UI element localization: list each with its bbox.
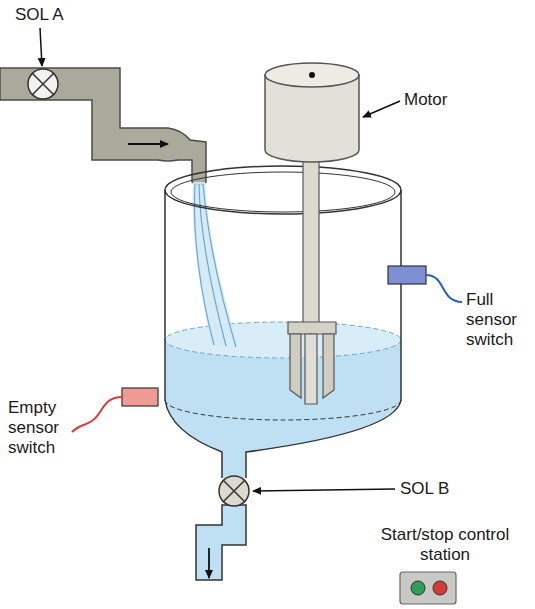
valve-cross: [32, 73, 54, 95]
flow-arrow: [208, 548, 210, 578]
callout-label: Start/stop control station: [378, 525, 512, 565]
inlet-pipe: [0, 68, 206, 185]
sensor-wire: [72, 397, 122, 432]
paddle-blade: [305, 334, 317, 404]
callout-label: Motor: [404, 90, 474, 110]
outlet-pipe: [196, 505, 246, 580]
level-line: [165, 400, 401, 420]
tank-rim-inner: [171, 172, 395, 212]
callout-label: Full sensor switch: [466, 290, 530, 350]
solenoid-valve: [28, 69, 58, 99]
empty-sensor: [122, 388, 158, 406]
shaft: [303, 150, 319, 330]
paddle-blade: [290, 334, 301, 398]
flow-arrow: [128, 143, 168, 145]
leader-arrow: [253, 489, 395, 491]
stop-button: [433, 581, 447, 595]
tank-wall: [165, 190, 401, 478]
motor-top: [265, 63, 359, 87]
solenoid-valve: [219, 476, 249, 506]
liquid-surface: [165, 322, 401, 358]
callout-label: SOL B: [400, 479, 470, 499]
leader-arrow: [363, 101, 400, 117]
tank-rim: [165, 166, 401, 214]
control-station: [400, 572, 456, 604]
leader-arrow: [40, 28, 42, 66]
callout-label: Empty sensor switch: [8, 398, 76, 458]
callout-label: SOL A: [15, 5, 95, 25]
paddle-blade: [323, 334, 334, 398]
motor-dot: [309, 72, 315, 78]
paddle-hub: [288, 322, 336, 334]
sensor-wire: [426, 275, 462, 302]
liquid: [165, 340, 401, 478]
valve-cross: [223, 480, 245, 502]
full-sensor: [388, 266, 426, 284]
motor-body: [265, 75, 359, 162]
start-button: [411, 581, 425, 595]
